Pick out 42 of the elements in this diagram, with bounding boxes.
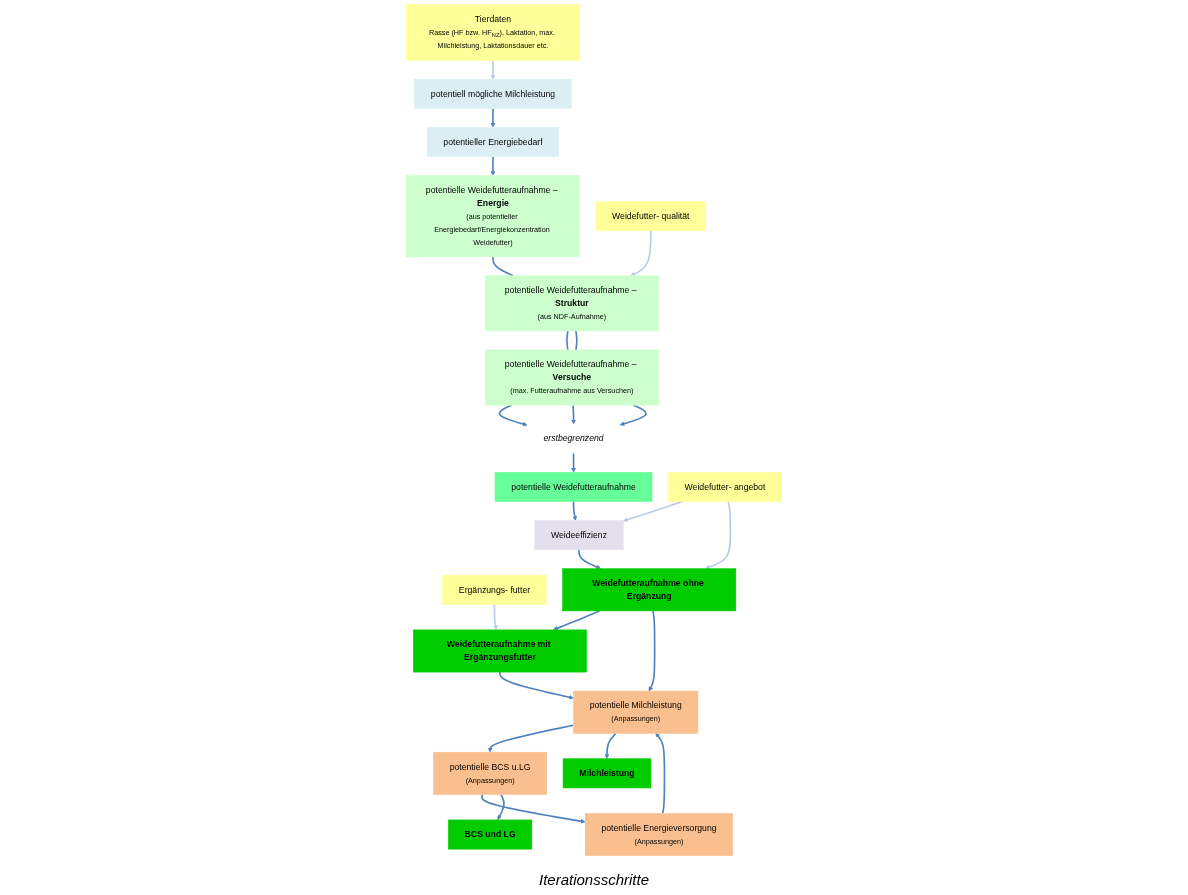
node-box (433, 751, 548, 795)
arrow (490, 107, 496, 128)
node-box (413, 629, 587, 673)
node-box (668, 472, 782, 502)
node-box (442, 574, 547, 605)
node-box (585, 813, 734, 856)
arrow (630, 230, 652, 277)
arrow (490, 155, 496, 176)
arrow (705, 500, 732, 570)
arrow (553, 610, 601, 631)
note-text: Iterationsschritte (538, 871, 649, 888)
node-box (494, 472, 653, 502)
arrow (578, 548, 601, 570)
arrow (490, 59, 496, 80)
connector (575, 330, 578, 351)
connector (492, 256, 514, 277)
arrow (487, 724, 575, 753)
node-box (485, 275, 659, 332)
node-text: erstbegrenzend (543, 433, 604, 444)
arrow (498, 404, 528, 427)
connector (566, 330, 569, 351)
node-box (595, 201, 706, 232)
arrow (499, 671, 574, 700)
node-box (534, 520, 624, 550)
node-box (414, 78, 572, 109)
arrow (619, 404, 647, 427)
arrow (572, 500, 578, 521)
node-box (406, 175, 580, 258)
arrow (655, 733, 666, 815)
arrow (571, 404, 576, 425)
node-box (562, 568, 737, 612)
arrow (648, 610, 656, 692)
node-box (448, 819, 533, 850)
arrow (493, 603, 498, 631)
arrow (497, 793, 505, 821)
arrow (604, 732, 617, 759)
node-box (562, 758, 652, 789)
node-box (485, 349, 659, 406)
arrow (481, 793, 586, 824)
node-box (573, 690, 699, 734)
node-box (406, 4, 580, 61)
node-box (426, 127, 560, 157)
